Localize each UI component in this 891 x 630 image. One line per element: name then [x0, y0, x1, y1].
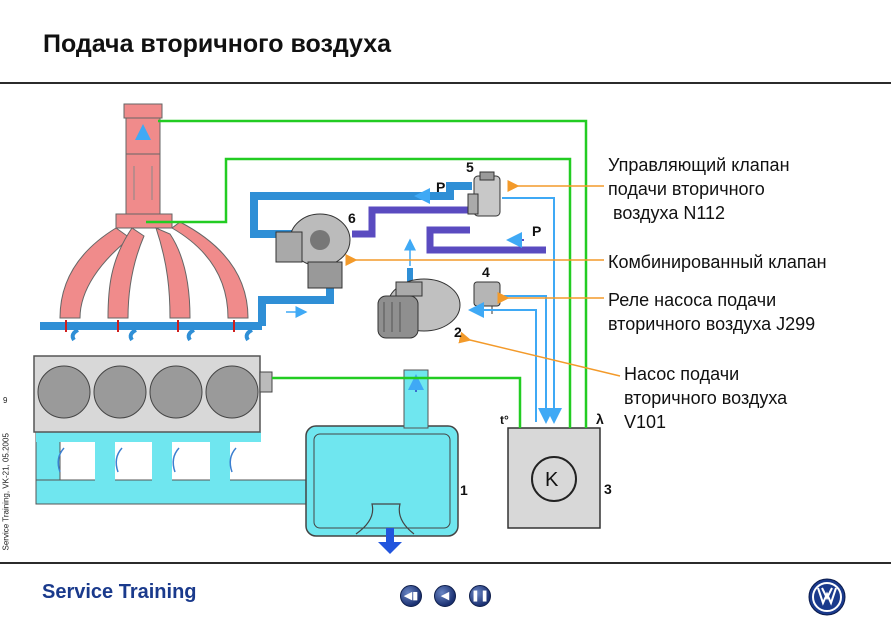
- combination-valve-6: [275, 213, 351, 289]
- slide-title: Подача вторичного воздуха: [43, 30, 392, 58]
- prev-icon: ◀: [440, 589, 450, 602]
- green-signal-wires: [146, 119, 588, 428]
- blue-signal-wires: [468, 197, 562, 424]
- page-number: 9: [3, 396, 8, 405]
- label-pointers: [345, 180, 621, 377]
- control-unit-symbol: K: [545, 469, 559, 491]
- vw-logo: [808, 578, 846, 616]
- prev-slide-button[interactable]: ◀: [434, 585, 456, 607]
- temperature-symbol: t°: [500, 413, 509, 427]
- engine-control-unit-3: [507, 427, 601, 529]
- first-slide-button[interactable]: ◀▮: [400, 585, 422, 607]
- number-1: 1: [460, 482, 468, 498]
- vacuum-lines: [352, 188, 546, 254]
- header-divider: [0, 82, 891, 84]
- intake-arrow-icon: [378, 528, 402, 554]
- pressure-symbol: P: [436, 179, 445, 195]
- number-4: 4: [482, 264, 490, 280]
- pause-button[interactable]: ❚❚: [469, 585, 491, 607]
- number-6: 6: [348, 210, 356, 226]
- first-icon: ◀▮: [403, 589, 419, 602]
- pressure-symbol-2: P: [532, 223, 541, 239]
- control-valve-5-n112: [467, 171, 501, 217]
- secondary-air-pipe: [40, 182, 472, 342]
- air-filter-box: [305, 369, 459, 554]
- engine-block: [33, 355, 273, 433]
- intake-air-ducts: [35, 431, 313, 505]
- label-pump: Насос подачи вторичного воздуха V101: [624, 364, 788, 432]
- air-pump-2-v101: [377, 278, 461, 339]
- label-relay: Реле насоса подачи вторичного воздуха J2…: [608, 290, 816, 334]
- exhaust-manifold: [59, 103, 249, 332]
- label-n112: Управляющий клапан подачи вторичного воз…: [608, 155, 790, 223]
- footer-divider: [0, 562, 891, 564]
- pause-icon: ❚❚: [470, 589, 490, 602]
- number-5: 5: [466, 159, 474, 175]
- number-2: 2: [454, 324, 462, 340]
- lambda-symbol: λ: [596, 411, 604, 427]
- label-combi-valve: Комбинированный клапан: [608, 252, 827, 272]
- number-3: 3: [604, 481, 612, 497]
- footer-brand: Service Training: [42, 581, 197, 603]
